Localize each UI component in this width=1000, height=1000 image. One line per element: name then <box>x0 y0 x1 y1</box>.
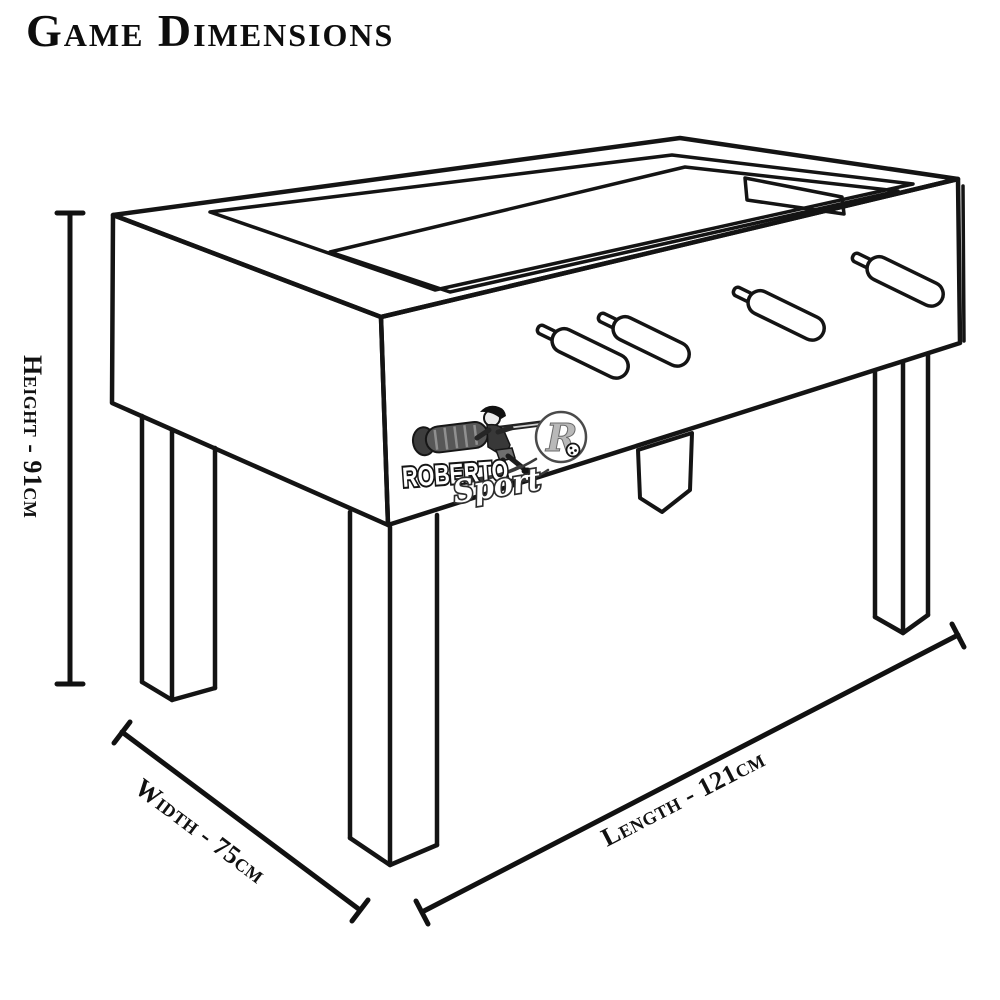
table-top-outer-rim <box>110 135 961 320</box>
rod-handle-2 <box>596 311 691 368</box>
right-end-edge <box>961 184 966 343</box>
leg-front-left <box>347 509 440 868</box>
table-drawing <box>109 135 966 868</box>
leg-front-right <box>872 352 931 636</box>
logo-badge: R <box>534 410 588 464</box>
front-panel <box>378 176 963 528</box>
handle-grip <box>865 254 945 308</box>
logo-handle-icon <box>411 421 489 457</box>
length-dimension-line <box>419 632 961 915</box>
foosball-player-icon <box>474 405 533 486</box>
height-dimension: Height - 91cm <box>18 210 86 687</box>
leg-front-left-foot-bevel <box>347 835 440 868</box>
handle-grip <box>550 326 630 380</box>
soccer-ball-icon <box>565 442 581 458</box>
rod-handle-4 <box>850 251 945 308</box>
page-title: Game Dimensions <box>26 5 395 56</box>
length-label: Length - 121cm <box>596 744 769 852</box>
left-end-panel <box>109 212 391 528</box>
handle-grip <box>611 314 691 368</box>
width-dimension-line <box>119 729 363 913</box>
length-dimension: Length - 121cm <box>413 621 967 927</box>
goal-box <box>636 431 694 514</box>
leg-front-right-foot-bevel <box>872 612 931 636</box>
leg-back-left-foot-bevel <box>139 679 218 703</box>
leg-back-left <box>139 413 218 703</box>
playfield-floor <box>328 165 900 294</box>
speed-lines <box>466 457 550 484</box>
playfield-opening <box>208 153 915 292</box>
rod-handle-1 <box>535 323 630 380</box>
width-dimension-ticks <box>111 719 371 924</box>
handle-grip <box>746 288 826 342</box>
goal-wall <box>743 176 846 216</box>
length-dimension-ticks <box>413 621 967 927</box>
height-label: Height - 91cm <box>18 355 47 518</box>
rod-handle-3 <box>731 285 826 342</box>
width-dimension: Width - 75cm <box>111 719 371 924</box>
height-dimension-caps <box>54 210 86 687</box>
roberto-sport-logo: R ROBERTO Sport <box>399 405 588 513</box>
